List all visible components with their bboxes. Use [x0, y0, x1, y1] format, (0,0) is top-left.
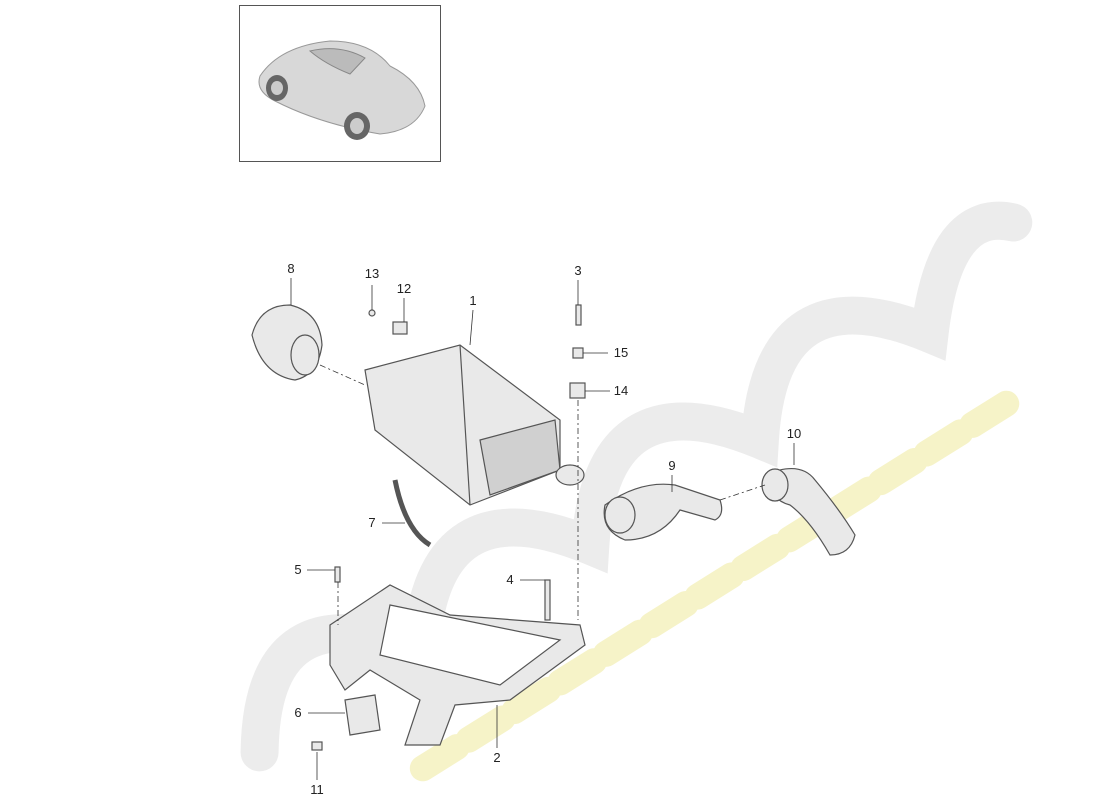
callout-13[interactable]: 13: [364, 266, 380, 281]
part-14-grommet[interactable]: [569, 382, 586, 399]
callout-1[interactable]: 1: [469, 293, 477, 308]
callout-5[interactable]: 5: [294, 562, 302, 577]
car-thumbnail[interactable]: [239, 5, 441, 162]
callout-14[interactable]: 14: [613, 383, 629, 398]
car-overview-image: [258, 40, 426, 140]
part-2-bracket[interactable]: [329, 584, 586, 746]
callout-3[interactable]: 3: [574, 263, 582, 278]
part-7-hose[interactable]: [392, 479, 432, 548]
callout-11[interactable]: 11: [310, 782, 324, 797]
callout-6[interactable]: 6: [294, 705, 302, 720]
callout-8[interactable]: 8: [287, 261, 295, 276]
part-15-bushing[interactable]: [572, 347, 584, 359]
callout-9[interactable]: 9: [668, 458, 676, 473]
callout-12[interactable]: 12: [396, 281, 412, 296]
part-9-pipe[interactable]: [603, 483, 723, 541]
part-5-bolt[interactable]: [334, 566, 341, 583]
part-13-screw[interactable]: [368, 309, 376, 317]
part-11-clip[interactable]: [311, 741, 323, 751]
callout-15[interactable]: 15: [613, 345, 629, 360]
callout-10[interactable]: 10: [786, 426, 802, 441]
callout-2[interactable]: 2: [493, 750, 501, 765]
part-3-bolt[interactable]: [575, 304, 582, 326]
callout-7[interactable]: 7: [368, 515, 376, 530]
part-12-sensor[interactable]: [392, 321, 408, 335]
part-10-pipe[interactable]: [761, 468, 856, 556]
part-8-hose-elbow[interactable]: [251, 304, 323, 381]
part-4-bolt[interactable]: [544, 579, 551, 621]
callout-4[interactable]: 4: [506, 572, 514, 587]
part-6-bracket[interactable]: [344, 694, 381, 736]
part-1-intercooler[interactable]: [364, 344, 585, 506]
leader-lines: [290, 278, 795, 780]
